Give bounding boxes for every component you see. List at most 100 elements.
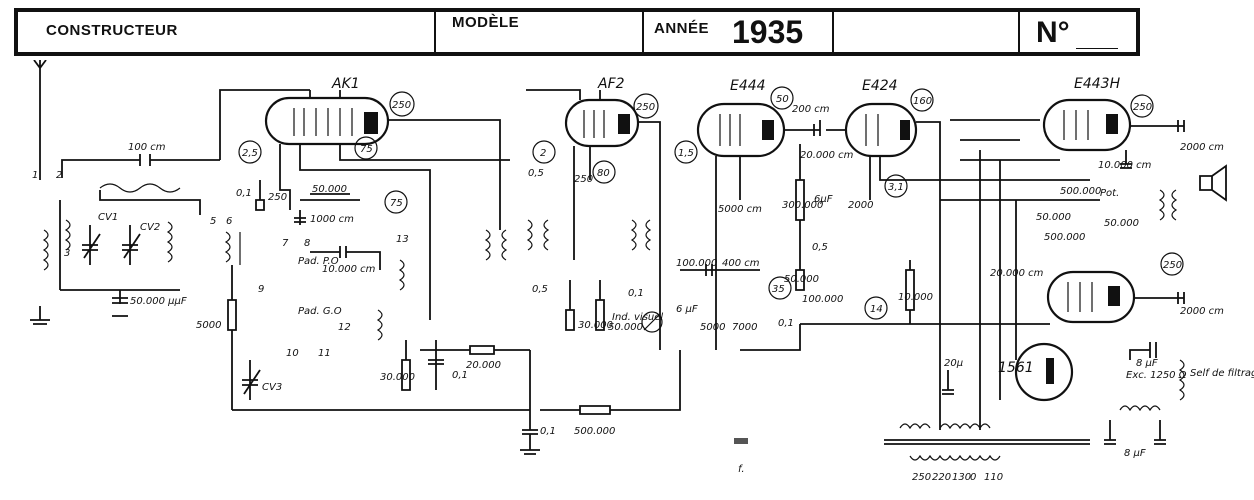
tube-e443h-value: 250 <box>1133 102 1152 113</box>
circled-value: 80 <box>597 168 610 179</box>
r-100000a-label: 100.000 <box>676 258 717 269</box>
switch-number: 5 <box>210 216 216 227</box>
exc-label: Exc. 1250 Ω <box>1126 370 1187 381</box>
annee-cell: ANNÉE 1935 <box>644 12 834 52</box>
print-mark <box>734 438 748 444</box>
c-05a-label: 0,5 <box>528 168 544 179</box>
c-01c-label: 0,1 <box>540 426 556 437</box>
c-input-label: 50.000 µµF <box>130 296 187 307</box>
tube-e444-label: E444 <box>730 78 766 94</box>
power-supply: 1561 20µ 8 µF Exc. 1250 Ω Self de filtra… <box>884 150 1254 483</box>
antenna-icon <box>33 60 47 70</box>
stray-mark: f. <box>738 464 745 475</box>
speaker-icon <box>1199 164 1227 202</box>
switch-number: 6 <box>226 216 232 227</box>
r-500000c-label: 500.000 <box>1044 232 1085 243</box>
switch-number: 9 <box>258 284 264 295</box>
c-antenna-label: 100 cm <box>128 142 166 153</box>
r-500000a-label: 500.000 <box>574 426 615 437</box>
tube-e443h: E443H 250 250 2000 cm 2000 cm 10.000 cm … <box>990 76 1227 324</box>
tube-e424-label: E424 <box>862 78 898 94</box>
circled-value: 14 <box>870 304 883 315</box>
tube-e424: E424 160 10.000 <box>844 78 1100 340</box>
oscillator-transformer <box>376 259 405 341</box>
circled-value: 35 <box>772 284 785 295</box>
tube-e443h-lower <box>1046 270 1136 324</box>
cv3-label: CV3 <box>262 382 282 393</box>
numero-line <box>1076 48 1118 49</box>
circled-value: 2 <box>540 148 546 159</box>
switch-number: 1 <box>32 170 38 181</box>
tube-1561 <box>1014 342 1074 402</box>
if-transformer-1 <box>224 231 241 265</box>
c-8uf-a-label: 8 µF <box>1136 358 1158 369</box>
pad-po-label: Pad. P.O <box>298 256 339 267</box>
tube-e444: E444 50 1,5 200 cm 5000 cm 100.000 400 c… <box>674 78 1050 351</box>
c-400-label: 400 cm <box>722 258 760 269</box>
tap-label: 250 <box>912 472 931 483</box>
tube-e443h-label: E443H <box>1074 76 1121 92</box>
antenna-section: 1 2 3 100 cm CV1 CV2 50.000 µµF 5 6 5000 <box>30 60 310 410</box>
antenna-coil <box>42 229 49 271</box>
numero-cell: N° <box>1020 12 1136 52</box>
modele-cell: MODÈLE <box>436 12 644 52</box>
c-05c-label: 0,5 <box>812 242 828 253</box>
r-100000b-label: 100.000 <box>802 294 843 305</box>
switch-number: 13 <box>396 234 409 245</box>
constructeur-label: CONSTRUCTEUR <box>46 22 178 39</box>
oscillator-coil <box>64 219 71 251</box>
tube-ak1-value: 250 <box>392 100 411 111</box>
c-8uf-b-label: 8 µF <box>1124 448 1146 459</box>
r-50000e-label: 50.000 <box>1104 218 1139 229</box>
tube-e444-value: 50 <box>776 94 789 105</box>
switch-number: 12 <box>338 322 351 333</box>
c-05b-label: 0,5 <box>532 284 548 295</box>
if-transformer-2 <box>484 219 550 261</box>
transformer-core <box>884 439 1090 445</box>
circled-value: 1,5 <box>678 148 694 159</box>
tap-label: 130 <box>952 472 971 483</box>
r-10000-label: 10.000 <box>898 292 933 303</box>
tube-1561-label: 1561 <box>998 360 1034 376</box>
tube-e443h-lower-value: 250 <box>1163 260 1182 271</box>
blank-cell <box>834 12 1020 52</box>
c-01d-label: 0,1 <box>628 288 644 299</box>
tube-af2-label: AF2 <box>597 76 625 92</box>
c-01a-label: 0,1 <box>236 188 252 199</box>
switch-number: 8 <box>304 238 310 249</box>
filter-choke <box>1178 359 1185 401</box>
c-2000a-label: 2000 cm <box>1180 142 1224 153</box>
circled-value: 75 <box>390 198 403 209</box>
r-20000-label: 20.000 <box>466 360 501 371</box>
r-50000a-label: 50.000 <box>312 184 347 195</box>
r-300000-label: 300.000 <box>782 200 823 211</box>
circled-value: 3,1 <box>888 182 904 193</box>
power-transformer-primary <box>909 454 1001 461</box>
r-5000-label: 5000 <box>196 320 221 331</box>
ind-visuel-label: Ind. visuel <box>612 312 663 323</box>
if-transformer-3 <box>630 219 652 251</box>
switch-number: 3 <box>64 248 70 259</box>
c-200-label: 200 cm <box>792 104 830 115</box>
switch-number: 7 <box>282 238 289 249</box>
tap-label: 0 <box>970 472 976 483</box>
coupling-coil <box>99 183 181 193</box>
c-01b-label: 0,1 <box>452 370 468 381</box>
c-20uf-label: 20µ <box>944 358 963 369</box>
tube-ak1-label: AK1 <box>331 76 360 92</box>
circled-value: 75 <box>360 144 373 155</box>
c-10000b-label: 10.000 cm <box>1098 160 1152 171</box>
tuning-indicator-icon <box>641 311 663 333</box>
switch-number: 11 <box>318 348 331 359</box>
c-2000b-label: 2000 cm <box>1180 306 1224 317</box>
r-250b-label: 250 <box>574 174 593 185</box>
c-6uf-b-label: 6µF <box>814 194 833 205</box>
tap-label: 220 <box>932 472 951 483</box>
output-transformer <box>1158 189 1178 221</box>
switch-number: 2 <box>56 170 62 181</box>
tube-af2-value: 250 <box>636 102 655 113</box>
numero-label: N° <box>1036 16 1070 49</box>
r-50000c-label: 50.000 <box>784 274 819 285</box>
tuning-coil <box>166 221 173 263</box>
modele-label: MODÈLE <box>452 14 520 31</box>
